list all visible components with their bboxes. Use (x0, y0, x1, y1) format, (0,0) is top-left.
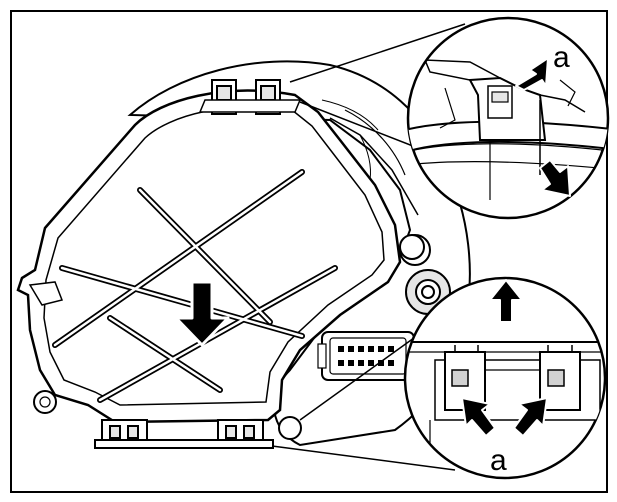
top-clips (198, 79, 302, 115)
bottom-detail-view: a (403, 276, 607, 480)
bottom-press-left-arrow (461, 397, 496, 437)
main-arrow-down (174, 280, 230, 347)
callout-label-top: a (553, 41, 570, 74)
connector-pins (338, 346, 394, 366)
top-detail-view: a (406, 16, 610, 220)
bottom-lift-arrow (489, 279, 523, 323)
leader-lines (271, 23, 466, 471)
top-pull-arrow (539, 159, 571, 197)
callout-label-bottom: a (490, 444, 507, 477)
top-press-arrow (515, 57, 549, 91)
bottom-press-right-arrow (513, 397, 548, 437)
bottom-clips (94, 419, 274, 449)
